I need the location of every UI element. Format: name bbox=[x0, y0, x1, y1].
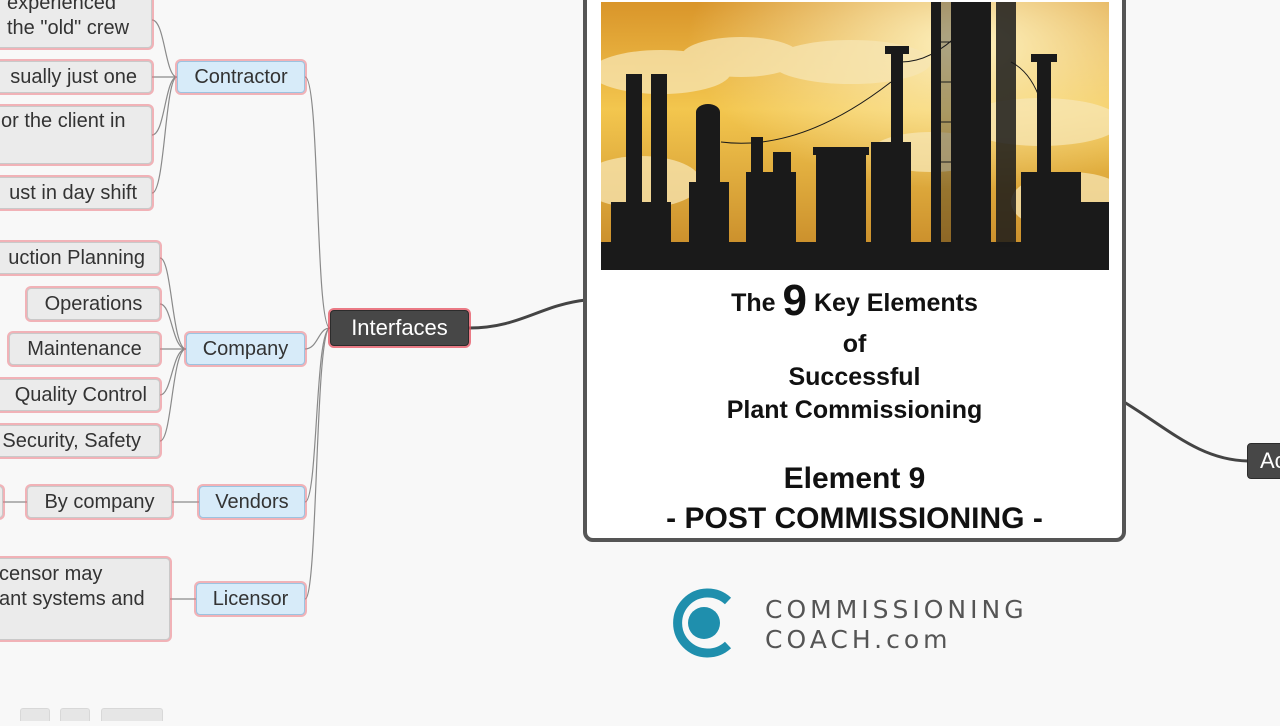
leaf-text: sually just one bbox=[10, 65, 137, 88]
licensor-leaf-may[interactable]: censor may ant systems and bbox=[0, 558, 170, 640]
leaf-text-line: ant systems and bbox=[0, 588, 145, 610]
branch-company[interactable]: Company bbox=[186, 333, 305, 365]
link-card-root bbox=[468, 298, 587, 330]
leaf-text: ust in day shift bbox=[9, 181, 137, 204]
link-company-leaf1 bbox=[159, 257, 187, 350]
leaf-text: By company bbox=[44, 490, 155, 513]
contractor-leaf-client[interactable]: or the client in bbox=[0, 106, 152, 164]
branch-contractor[interactable]: Contractor bbox=[177, 61, 305, 93]
leaf-text: Security, Safety bbox=[2, 429, 141, 452]
link-company-leaf2 bbox=[159, 303, 187, 350]
branch-vendors[interactable]: Vendors bbox=[199, 486, 305, 518]
contractor-leaf-usually-one[interactable]: sually just one bbox=[0, 61, 152, 93]
branch-label: Contractor bbox=[194, 65, 288, 88]
title-number: 9 bbox=[782, 276, 807, 325]
toolbar-grid-icon[interactable] bbox=[60, 708, 91, 721]
link-root-licensor bbox=[304, 327, 331, 600]
contractor-leaf-experienced[interactable]: experienced the "old" crew bbox=[0, 0, 152, 48]
leaf-text-line: or the client in bbox=[1, 110, 126, 132]
card-title-line2: of bbox=[842, 330, 867, 358]
root-node-interfaces[interactable]: Interfaces bbox=[330, 310, 469, 346]
leaf-text: Quality Control bbox=[14, 383, 147, 406]
title-suffix: Key Elements bbox=[813, 289, 978, 317]
link-contractor-leaf4 bbox=[151, 76, 178, 194]
branch-label: Company bbox=[202, 337, 289, 360]
link-root-contractor bbox=[304, 76, 331, 329]
leaf-text-line: experienced bbox=[7, 0, 116, 14]
company-leaf-operations[interactable]: Operations bbox=[27, 288, 160, 320]
vendors-offscreen-leaf[interactable] bbox=[0, 486, 3, 518]
card-element-label: Element 9 bbox=[783, 462, 926, 495]
leaf-text: Maintenance bbox=[27, 337, 142, 360]
contractor-leaf-day-shift[interactable]: ust in day shift bbox=[0, 177, 152, 209]
card-title-line4: Plant Commissioning bbox=[726, 396, 983, 424]
link-card-right bbox=[1123, 400, 1249, 463]
company-leaf-maintenance[interactable]: Maintenance bbox=[9, 333, 160, 365]
card-title-line3: Successful bbox=[788, 363, 921, 391]
logo-mark-icon bbox=[673, 588, 732, 658]
company-leaf-quality-control[interactable]: Quality Control bbox=[0, 379, 160, 411]
link-root-company bbox=[304, 327, 331, 350]
vendors-leaf-by-company[interactable]: By company bbox=[27, 486, 172, 518]
branch-licensor[interactable]: Licensor bbox=[196, 583, 305, 615]
link-company-leaf5 bbox=[159, 348, 187, 442]
card-subtitle: - POST COMMISSIONING - bbox=[666, 502, 1043, 535]
central-topic-card[interactable]: The 9 Key Elements of Successful Plant C… bbox=[583, 0, 1126, 542]
root-label: Interfaces bbox=[351, 315, 448, 340]
branch-label: Vendors bbox=[215, 490, 289, 513]
leaf-text: Operations bbox=[44, 292, 143, 315]
partial-right-node[interactable]: Ac bbox=[1247, 443, 1280, 479]
leaf-text-line: the "old" crew bbox=[7, 17, 130, 39]
toolbar-list-icon[interactable] bbox=[20, 708, 50, 721]
link-contractor-leaf3 bbox=[151, 76, 178, 136]
logo-line1: COMMISSIONING bbox=[765, 595, 1028, 624]
bottom-toolbar bbox=[20, 708, 169, 721]
commissioning-coach-logo: COMMISSIONING COACH.com bbox=[670, 585, 1050, 665]
company-leaf-production-planning[interactable]: uction Planning bbox=[0, 242, 160, 274]
link-contractor-leaf1 bbox=[151, 19, 178, 78]
partial-node-label: Ac bbox=[1260, 448, 1280, 473]
logo-line2: COACH.com bbox=[765, 625, 952, 654]
branch-label: Licensor bbox=[212, 587, 289, 610]
refinery-silhouette-image bbox=[601, 2, 1109, 270]
link-root-vendors bbox=[304, 327, 331, 503]
card-title-line1: The 9 Key Elements bbox=[587, 276, 1122, 326]
leaf-text-line: censor may bbox=[0, 563, 103, 585]
company-leaf-security-safety[interactable]: Security, Safety bbox=[0, 425, 160, 457]
leaf-text: uction Planning bbox=[8, 246, 145, 269]
title-prefix: The bbox=[731, 289, 776, 317]
toolbar-zoom-icon[interactable] bbox=[100, 708, 163, 721]
